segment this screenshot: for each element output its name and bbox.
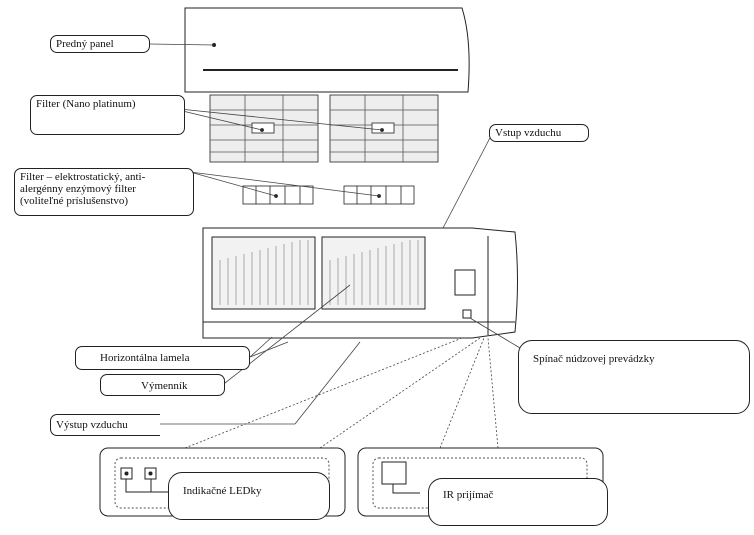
label-filter-electrostatic-line1: Filter – elektrostatický, anti- <box>20 171 146 183</box>
label-filter-nano: Filter (Nano platinum) <box>30 95 185 135</box>
label-air-outlet: Výstup vzduchu <box>50 414 160 436</box>
indoor-unit-drawing <box>202 227 518 339</box>
electrostatic-filters-drawing <box>242 185 415 205</box>
label-emergency-switch: Spínač núdzovej prevádzky <box>518 340 750 414</box>
label-indicator-leds: Indikačné LEDky <box>168 472 330 520</box>
label-filter-electrostatic-line3: (voliteľné príslušenstvo) <box>20 195 129 207</box>
label-front-panel: Predný panel <box>50 35 150 53</box>
front-panel-drawing <box>184 7 470 93</box>
label-ir-receiver: IR prijímač <box>428 478 608 526</box>
label-filter-electrostatic: Filter – elektrostatický, anti- alergénn… <box>14 168 194 216</box>
label-air-inlet: Vstup vzduchu <box>489 124 589 142</box>
label-horizontal-louver: Horizontálna lamela <box>75 346 250 370</box>
label-filter-electrostatic-line2: alergénny enzýmový filter <box>20 183 136 195</box>
nano-filters-drawing <box>209 94 439 163</box>
leader-lines <box>149 43 521 449</box>
label-heat-exchanger: Výmenník <box>100 374 225 396</box>
